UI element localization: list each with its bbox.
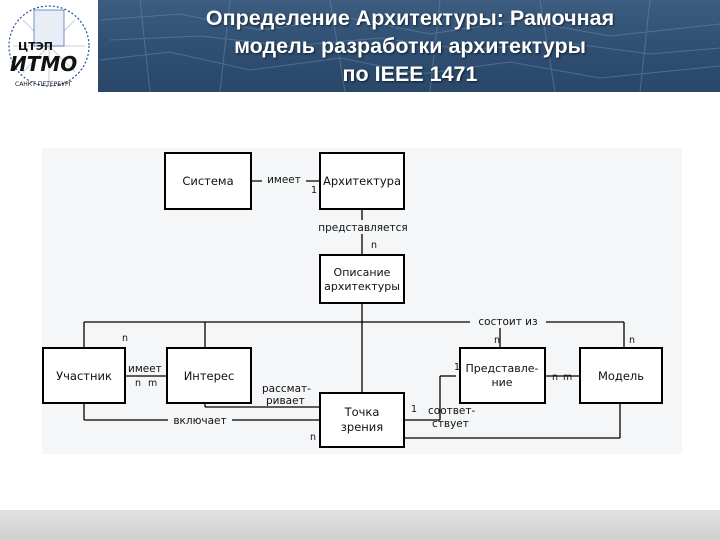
entity-viewpoint-line1: Точка — [344, 405, 380, 419]
entity-system-label: Система — [182, 174, 233, 188]
title-line-1: Определение Архитектуры: Рамочная — [205, 6, 615, 30]
title-line-3: по IEEE 1471 — [342, 62, 478, 86]
title-line-2: модель разработки архитектуры — [234, 34, 586, 58]
entity-view-line1: Представле- — [465, 362, 538, 375]
relation-considers-line1: рассмат- — [262, 383, 311, 395]
mult-repr-n: n — [371, 240, 377, 251]
mult-viewpoint-n: n — [310, 432, 316, 443]
entity-viewpoint: Точка зрения — [319, 392, 405, 448]
relation-conforms-line2: ствует — [432, 418, 469, 430]
entity-system: Система — [164, 152, 252, 210]
entity-view-line2: ние — [491, 376, 512, 389]
mult-participant-n: n — [122, 333, 128, 344]
entity-participant: Участник — [42, 347, 126, 404]
mult-arch-1: 1 — [311, 185, 317, 196]
mult-viewpoint-1: 1 — [411, 404, 417, 415]
relation-conforms-line1: соответ- — [428, 405, 476, 417]
entity-model-label: Модель — [598, 369, 644, 383]
logo-big-text: ИТМО — [10, 52, 77, 76]
entity-model: Модель — [579, 347, 663, 404]
slide-footer-bar — [0, 510, 720, 540]
relation-has-top: имеет — [267, 174, 301, 186]
logo-city-text: САНКТ-ПЕТЕРБУРГ — [15, 81, 73, 88]
mult-view-right-n: n — [552, 372, 558, 383]
relation-consists-of: состоит из — [478, 316, 537, 328]
entity-architecture: Архитектура — [319, 152, 405, 210]
relation-represented: представляется — [318, 222, 407, 234]
relation-considers-line2: ривает — [266, 395, 305, 407]
entity-interest: Интерес — [166, 347, 252, 404]
entity-participant-label: Участник — [56, 369, 112, 383]
mult-model-m: m — [563, 372, 572, 383]
itmo-logo: ЦТЭП ИТМО САНКТ-ПЕТЕРБУРГ — [0, 0, 98, 92]
entity-viewpoint-line2: зрения — [341, 420, 383, 434]
entity-view: Представле- ние — [459, 347, 546, 404]
entity-interest-label: Интерес — [184, 369, 235, 383]
entity-description-line1: Описание — [334, 266, 391, 279]
entity-description: Описание архитектуры — [319, 254, 405, 304]
entity-architecture-label: Архитектура — [323, 174, 401, 188]
mult-model-top-n: n — [629, 335, 635, 346]
slide-title: Определение Архитектуры: Рамочная модель… — [110, 4, 710, 88]
mult-interest-m: m — [148, 378, 157, 389]
entity-description-line2: архитектуры — [324, 280, 400, 293]
header-map-decoration — [99, 0, 720, 92]
logo-small-text: ЦТЭП — [18, 40, 53, 53]
relation-includes: включает — [173, 415, 226, 427]
slide-header: ЦТЭП ИТМО САНКТ-ПЕТЕРБУРГ Определение Ар… — [0, 0, 720, 92]
mult-participant-n-2: n — [135, 378, 141, 389]
mult-view-left-1: 1 — [454, 362, 460, 373]
relation-has-mid: имеет — [128, 363, 162, 375]
mult-view-top-n: n — [494, 335, 500, 346]
